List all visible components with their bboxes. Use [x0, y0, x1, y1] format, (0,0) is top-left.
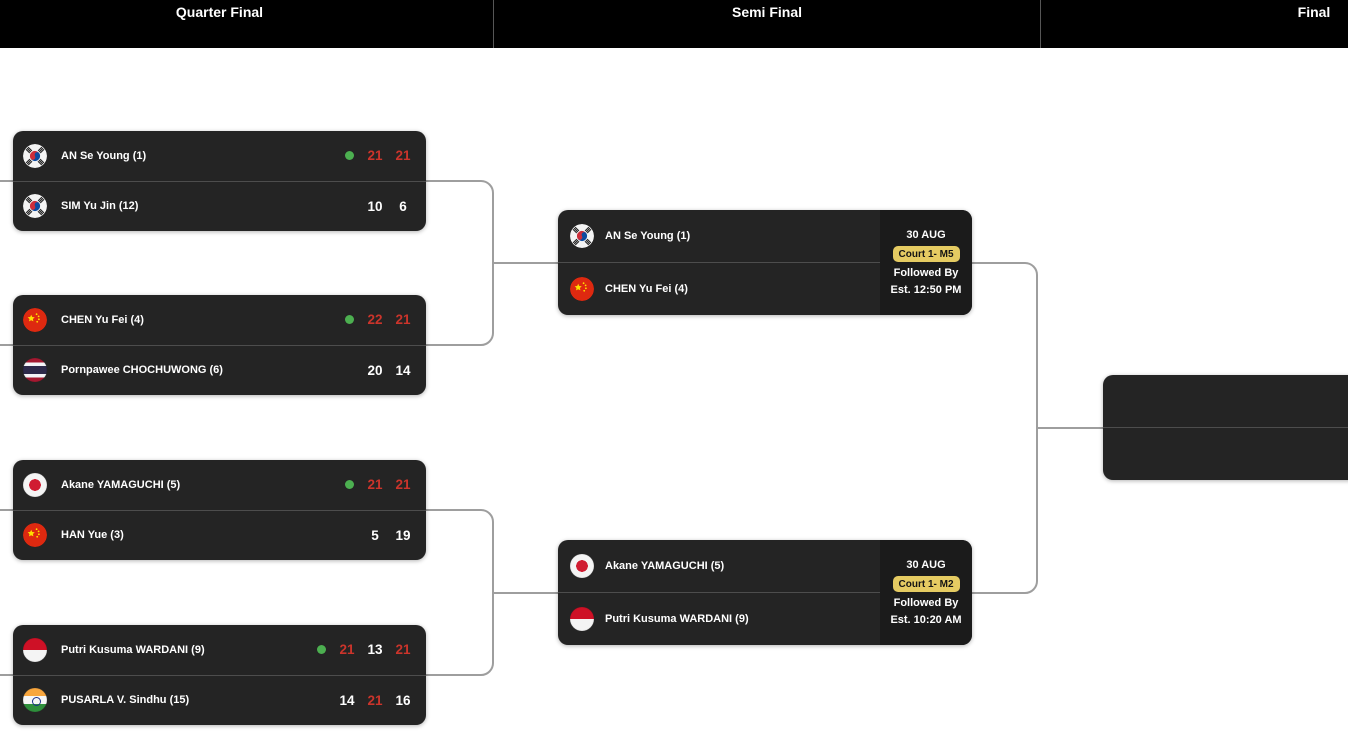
- match-card-qf2[interactable]: CHEN Yu Fei (4) 22 21 Pornpawee CHOCHUWO…: [13, 295, 426, 395]
- player-name: Putri Kusuma WARDANI (9): [61, 643, 205, 656]
- round-label-final: Final: [1040, 0, 1348, 48]
- set-score: 21: [339, 642, 355, 658]
- india-flag-icon: [23, 688, 47, 713]
- player-name: AN Se Young (1): [605, 230, 691, 242]
- japan-flag-icon: [23, 472, 47, 497]
- indonesia-flag-icon: [23, 637, 47, 662]
- sf-players: AN Se Young (1) CHEN Yu Fei (4): [558, 210, 880, 315]
- player-row[interactable]: AN Se Young (1) 21 21: [13, 131, 426, 182]
- match-status: Followed By: [893, 597, 959, 609]
- set-score: 16: [395, 692, 411, 708]
- player-row[interactable]: PUSARLA V. Sindhu (15) 14 21 16: [13, 676, 426, 726]
- china-flag-icon: [570, 277, 594, 301]
- winner-dot-icon: [345, 151, 354, 161]
- match-card-sf1[interactable]: AN Se Young (1) CHEN Yu Fei (4) 30 AUG C…: [558, 210, 972, 315]
- japan-flag-icon: [570, 554, 594, 578]
- winner-dot-icon: [317, 645, 326, 655]
- player-row-empty[interactable]: [1103, 428, 1348, 480]
- player-name: SIM Yu Jin (12): [61, 200, 139, 213]
- set-score: 19: [395, 527, 411, 543]
- winner-dot-icon: [345, 315, 354, 325]
- player-row[interactable]: SIM Yu Jin (12) 10 6: [13, 182, 426, 232]
- match-time: Est. 10:20 AM: [890, 614, 962, 626]
- match-card-qf1[interactable]: AN Se Young (1) 21 21 SIM Yu Jin (12) 10…: [13, 131, 426, 231]
- set-score: 22: [367, 312, 383, 328]
- set-score: 21: [367, 148, 383, 164]
- player-row[interactable]: HAN Yue (3) 5 19: [13, 511, 426, 561]
- player-row[interactable]: Pornpawee CHOCHUWONG (6) 20 14: [13, 346, 426, 396]
- match-card-sf2[interactable]: Akane YAMAGUCHI (5) Putri Kusuma WARDANI…: [558, 540, 972, 645]
- round-header: Quarter Final Semi Final Final: [0, 0, 1348, 48]
- player-name: Putri Kusuma WARDANI (9): [605, 613, 749, 625]
- match-schedule-panel: 30 AUG Court 1- M2 Followed By Est. 10:2…: [880, 540, 972, 645]
- player-row[interactable]: CHEN Yu Fei (4) 22 21: [13, 295, 426, 346]
- indonesia-flag-icon: [570, 607, 594, 631]
- winner-dot-icon: [345, 480, 354, 490]
- match-card-qf4[interactable]: Putri Kusuma WARDANI (9) 21 13 21 PUSARL…: [13, 625, 426, 725]
- player-row[interactable]: Putri Kusuma WARDANI (9): [558, 593, 880, 645]
- match-schedule-panel: 30 AUG Court 1- M5 Followed By Est. 12:5…: [880, 210, 972, 315]
- match-card-final[interactable]: [1103, 375, 1348, 480]
- player-row[interactable]: Akane YAMAGUCHI (5): [558, 540, 880, 593]
- set-score: 21: [367, 477, 383, 493]
- round-label-quarter-final: Quarter Final: [175, 4, 264, 20]
- set-score: 21: [395, 642, 411, 658]
- match-time: Est. 12:50 PM: [890, 284, 962, 296]
- set-score: 21: [367, 692, 383, 708]
- south-korea-flag-icon: [23, 143, 47, 168]
- thailand-flag-icon: [23, 358, 47, 383]
- match-date: 30 AUG: [906, 229, 946, 241]
- player-name: CHEN Yu Fei (4): [61, 313, 144, 326]
- set-score: 5: [371, 527, 379, 543]
- set-score: 14: [395, 362, 411, 378]
- set-score: 6: [399, 198, 407, 214]
- player-row[interactable]: CHEN Yu Fei (4): [558, 263, 880, 315]
- south-korea-flag-icon: [23, 194, 47, 219]
- player-name: HAN Yue (3): [61, 529, 124, 542]
- sf-players: Akane YAMAGUCHI (5) Putri Kusuma WARDANI…: [558, 540, 880, 645]
- player-row[interactable]: AN Se Young (1): [558, 210, 880, 263]
- player-name: Akane YAMAGUCHI (5): [61, 478, 181, 491]
- player-row[interactable]: Putri Kusuma WARDANI (9) 21 13 21: [13, 625, 426, 676]
- match-date: 30 AUG: [906, 559, 946, 571]
- player-name: Akane YAMAGUCHI (5): [605, 560, 725, 572]
- set-score: 21: [395, 148, 411, 164]
- player-name: Pornpawee CHOCHUWONG (6): [61, 364, 223, 377]
- match-card-qf3[interactable]: Akane YAMAGUCHI (5) 21 21 HAN Yue (3) 5 …: [13, 460, 426, 560]
- player-name: CHEN Yu Fei (4): [605, 283, 688, 295]
- player-row-empty[interactable]: [1103, 375, 1348, 428]
- china-flag-icon: [23, 523, 47, 548]
- player-name: PUSARLA V. Sindhu (15): [61, 694, 190, 707]
- set-score: 21: [395, 477, 411, 493]
- court-badge[interactable]: Court 1- M2: [892, 576, 960, 592]
- set-score: 20: [367, 362, 383, 378]
- set-score: 13: [367, 642, 383, 658]
- set-score: 10: [367, 198, 383, 214]
- round-label-semi-final: Semi Final: [493, 0, 1040, 48]
- player-name: AN Se Young (1): [61, 149, 147, 162]
- player-row[interactable]: Akane YAMAGUCHI (5) 21 21: [13, 460, 426, 511]
- south-korea-flag-icon: [570, 224, 594, 248]
- match-status: Followed By: [893, 267, 959, 279]
- court-badge[interactable]: Court 1- M5: [892, 246, 960, 262]
- set-score: 21: [395, 312, 411, 328]
- china-flag-icon: [23, 307, 47, 332]
- set-score: 14: [339, 692, 355, 708]
